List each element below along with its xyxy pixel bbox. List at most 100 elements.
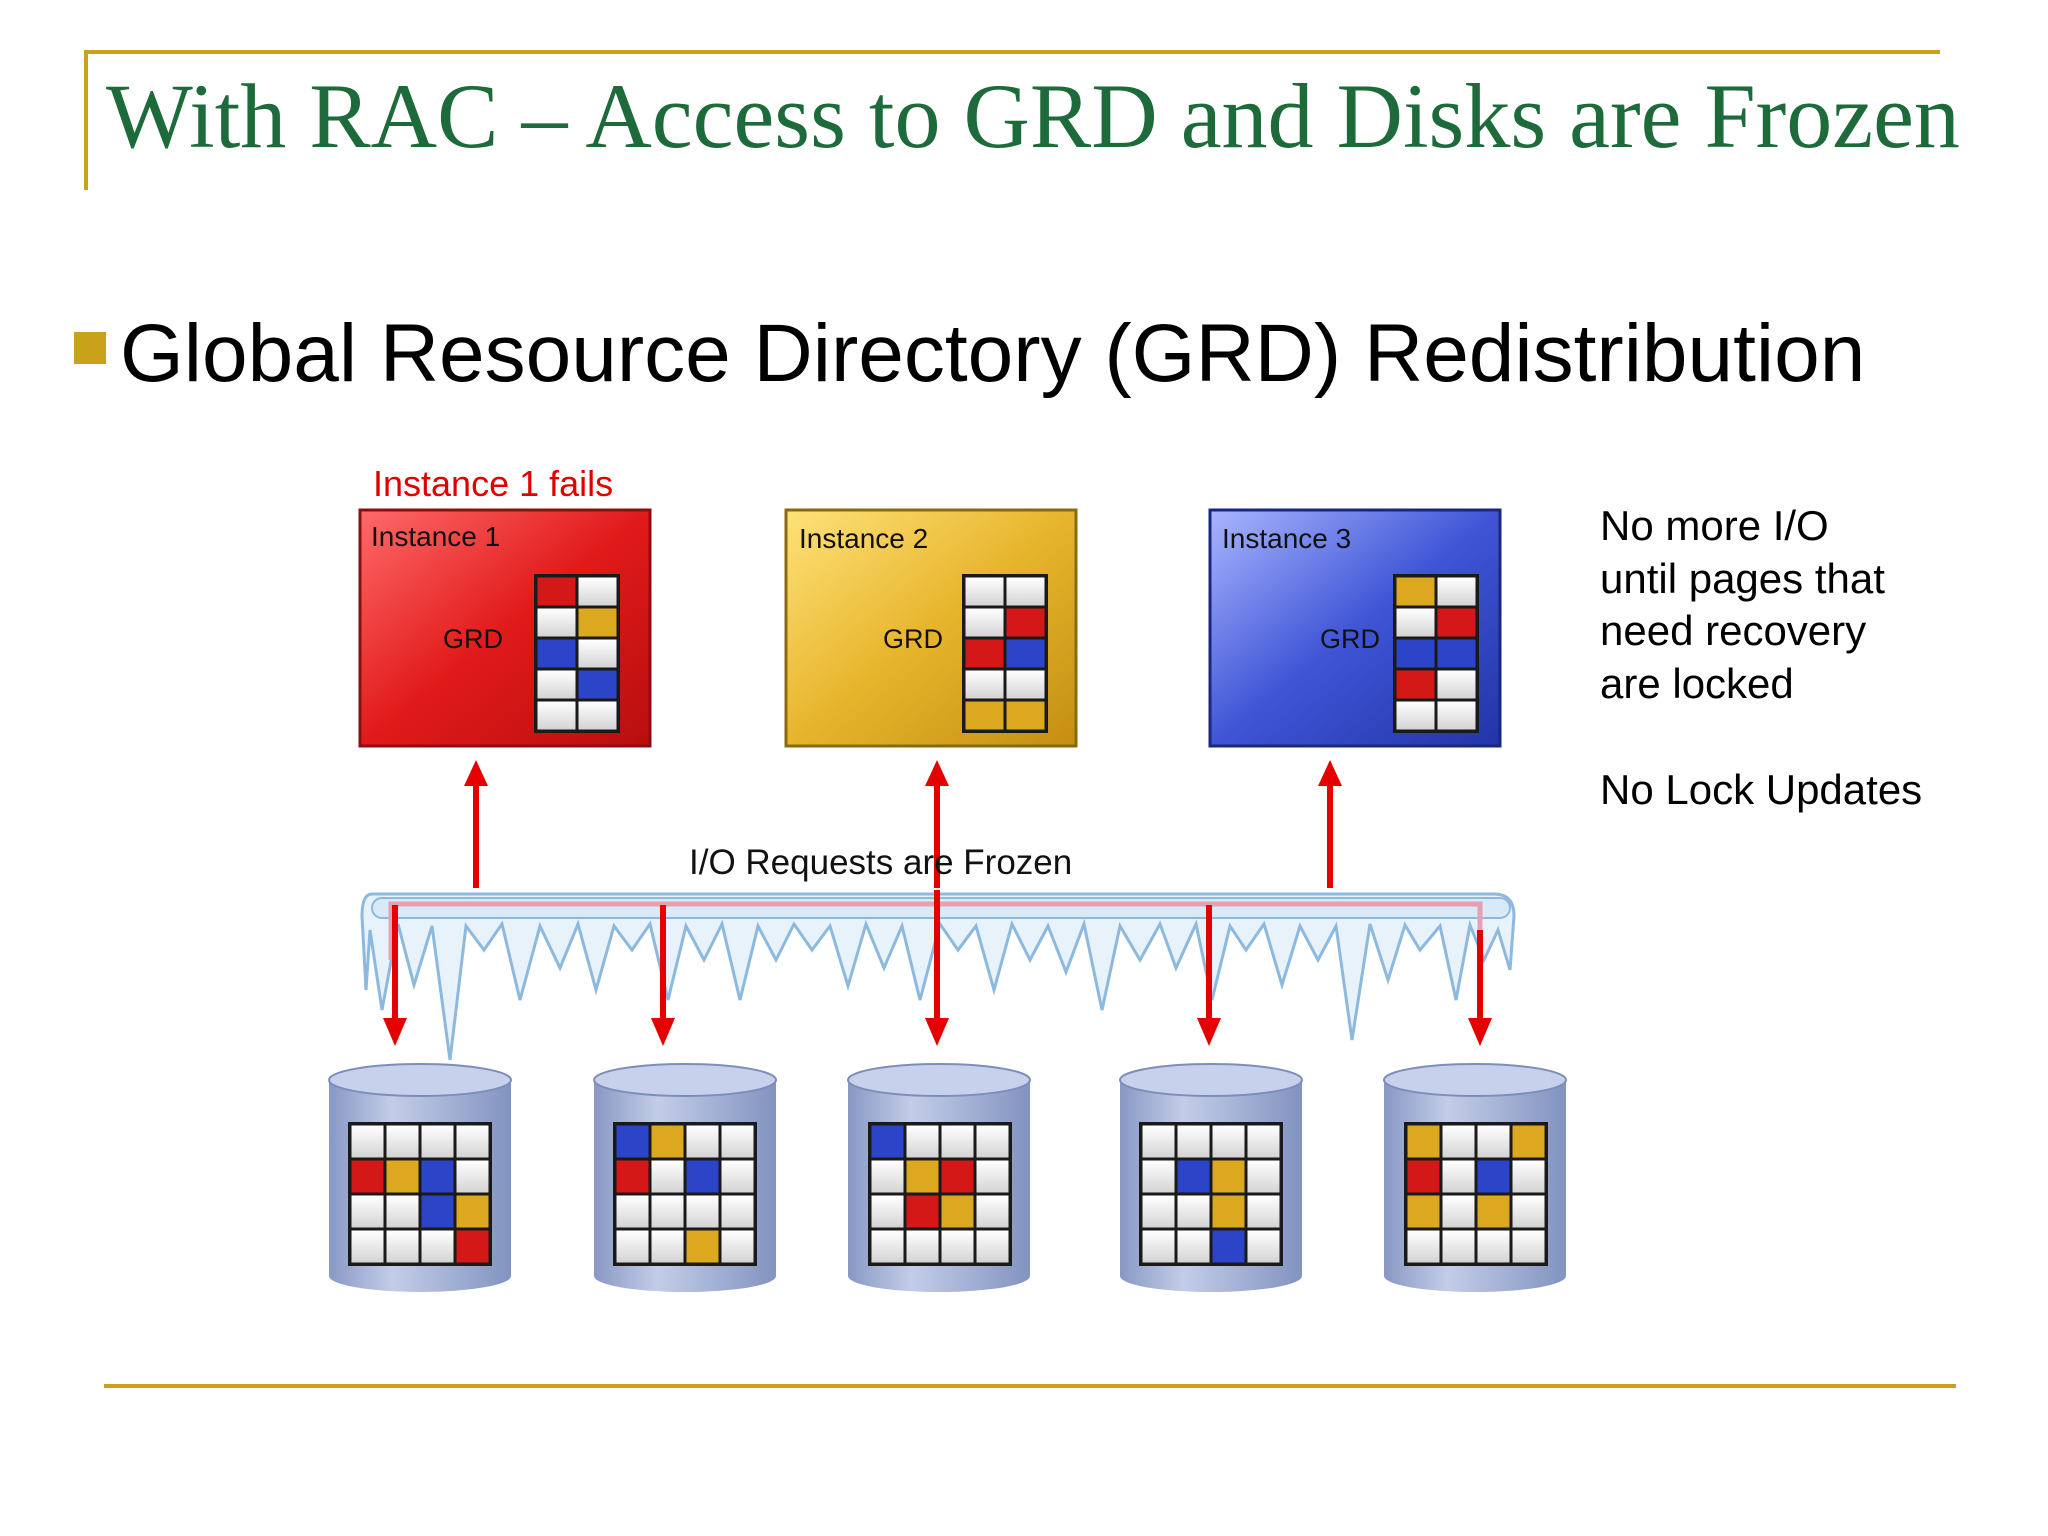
grid-cell [456, 1195, 489, 1228]
grid-cell [1407, 1195, 1440, 1228]
arrow-to-disk-3 [925, 890, 949, 1046]
disk-1 [328, 1063, 512, 1292]
grid-cell [651, 1195, 684, 1228]
grid-cell [421, 1125, 454, 1158]
grid-cell [1212, 1125, 1245, 1158]
grid-cell [1177, 1125, 1210, 1158]
grid-cell [686, 1125, 719, 1158]
grid-cell [351, 1195, 384, 1228]
grid-cell [1396, 670, 1435, 699]
grid-cell [941, 1230, 974, 1263]
grid-cell [578, 577, 617, 606]
grid-cell [941, 1160, 974, 1193]
instance-1-grd-label: GRD [443, 624, 503, 654]
notes-panel: No more I/O until pages that need recove… [1600, 502, 1922, 813]
grid-cell [421, 1160, 454, 1193]
grid-cell [965, 639, 1004, 668]
instance-3-box: Instance 3 GRD [1208, 508, 1502, 748]
grid-cell [1177, 1230, 1210, 1263]
arrow-to-disk-5 [1468, 930, 1492, 1046]
disk-4-block-grid [1139, 1122, 1283, 1266]
grid-cell [1407, 1160, 1440, 1193]
grid-cell [616, 1125, 649, 1158]
note-line-5: No Lock Updates [1600, 766, 1922, 813]
grid-cell [1177, 1160, 1210, 1193]
grid-cell [1212, 1195, 1245, 1228]
instance-2-grd-label: GRD [883, 624, 943, 654]
grid-cell [1142, 1230, 1175, 1263]
grid-cell [1247, 1195, 1280, 1228]
grid-cell [351, 1230, 384, 1263]
grid-cell [386, 1230, 419, 1263]
grid-cell [941, 1195, 974, 1228]
grid-cell [651, 1125, 684, 1158]
grid-cell [1437, 608, 1476, 637]
grid-cell [1396, 608, 1435, 637]
grid-cell [1177, 1195, 1210, 1228]
bullet-text: Global Resource Directory (GRD) Redistri… [120, 308, 1866, 399]
grid-cell [1142, 1160, 1175, 1193]
grid-cell [1437, 670, 1476, 699]
frozen-label: I/O Requests are Frozen [689, 843, 1072, 882]
arrow-to-disk-4 [1197, 905, 1221, 1046]
grid-cell [421, 1230, 454, 1263]
grid-cell [1477, 1160, 1510, 1193]
grid-cell [1212, 1160, 1245, 1193]
grid-cell [1006, 608, 1045, 637]
grid-cell [351, 1125, 384, 1158]
grid-cell [976, 1195, 1009, 1228]
grid-cell [386, 1125, 419, 1158]
frozen-io-bus [360, 892, 1516, 1061]
grid-cell [1006, 577, 1045, 606]
grid-cell [1512, 1195, 1545, 1228]
grid-cell [1437, 701, 1476, 730]
instance-2-label: Instance 2 [799, 523, 928, 554]
note-line-2: until pages that [1600, 555, 1885, 602]
slide-title: With RAC – Access to GRD and Disks are F… [106, 65, 1960, 167]
grid-cell [578, 639, 617, 668]
grid-cell [537, 670, 576, 699]
grid-cell [871, 1195, 904, 1228]
grid-cell [721, 1195, 754, 1228]
grid-cell [1512, 1160, 1545, 1193]
grid-cell [578, 701, 617, 730]
grid-cell [616, 1230, 649, 1263]
disk-3 [847, 1063, 1031, 1292]
grid-cell [616, 1195, 649, 1228]
instance-2-grd-grid [962, 574, 1048, 733]
grid-cell [1006, 701, 1045, 730]
grid-cell [1437, 577, 1476, 606]
grid-cell [537, 577, 576, 606]
grid-cell [1437, 639, 1476, 668]
grid-cell [686, 1230, 719, 1263]
grid-cell [976, 1230, 1009, 1263]
grid-cell [1407, 1230, 1440, 1263]
grid-cell [578, 670, 617, 699]
grid-cell [616, 1160, 649, 1193]
disk-4 [1119, 1063, 1303, 1292]
instance-2-box: Instance 2 GRD [784, 508, 1078, 748]
note-line-3: need recovery [1600, 607, 1866, 654]
disk-5 [1383, 1063, 1567, 1292]
grid-cell [1407, 1125, 1440, 1158]
grid-cell [906, 1125, 939, 1158]
grid-cell [1512, 1230, 1545, 1263]
grid-cell [1442, 1195, 1475, 1228]
grid-cell [537, 608, 576, 637]
instance-1-label: Instance 1 [371, 521, 500, 552]
grid-cell [1442, 1230, 1475, 1263]
arrow-to-instance-1 [464, 760, 488, 888]
title-frame [84, 50, 1940, 190]
grid-cell [906, 1195, 939, 1228]
disk-2 [593, 1063, 777, 1292]
grid-cell [721, 1160, 754, 1193]
grid-cell [1006, 639, 1045, 668]
grid-cell [386, 1160, 419, 1193]
arrow-to-disk-2 [651, 905, 675, 1046]
grid-cell [1247, 1160, 1280, 1193]
disk-3-block-grid [868, 1122, 1012, 1266]
grid-cell [1142, 1125, 1175, 1158]
grid-cell [941, 1125, 974, 1158]
grid-cell [1442, 1125, 1475, 1158]
